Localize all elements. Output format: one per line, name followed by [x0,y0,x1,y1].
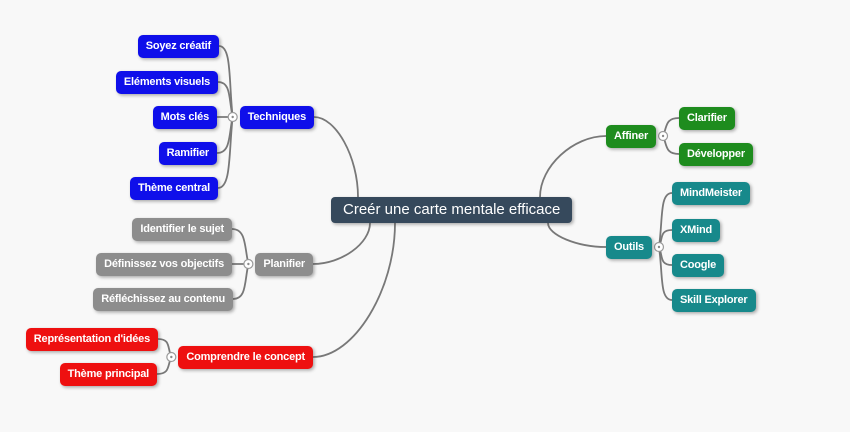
node-soyez-creatif[interactable]: Soyez créatif [137,34,219,58]
edge-outils-skill-explorer [658,246,673,301]
node-definissez-vos-objectifs[interactable]: Définissez vos objectifs [96,252,232,276]
node-mots-cles[interactable]: Mots clés [152,105,217,129]
node-theme-principal[interactable]: Thème principal [59,362,157,386]
node-reflechissez-au-contenu[interactable]: Réfléchissez au contenu [93,287,233,311]
edge-root-comprendre-le-concept [312,222,396,358]
edge-root-affiner [539,135,607,198]
node-representation-d-idees[interactable]: Représentation d'idées [25,327,158,351]
node-coogle[interactable]: Coogle [672,253,725,277]
node-planifier[interactable]: Planifier [255,252,313,276]
collapse-toggle-techniques[interactable] [227,111,238,123]
node-affiner[interactable]: Affiner [606,124,657,148]
node-comprendre-le-concept[interactable]: Comprendre le concept [178,345,313,369]
node-developper[interactable]: Développer [679,142,753,166]
edge-root-techniques [313,116,359,198]
node-techniques[interactable]: Techniques [239,105,314,129]
node-theme-central[interactable]: Thème central [130,176,218,200]
collapse-toggle-affiner[interactable] [657,130,669,142]
collapse-toggle-planifier[interactable] [243,258,254,270]
node-mindmeister[interactable]: MindMeister [672,181,750,205]
collapse-toggle-outils[interactable] [653,241,665,253]
collapse-toggle-comprendre-le-concept[interactable] [166,351,177,363]
edge-planifier-reflechissez-au-contenu [232,263,250,300]
edge-planifier-identifier-le-sujet [231,228,250,265]
edge-root-planifier [312,222,371,265]
edge-techniques-theme-central [217,116,234,189]
node-creer-une-carte-mentale-efficace[interactable]: Creér une carte mentale efficace [331,197,573,223]
node-clarifier[interactable]: Clarifier [679,106,735,130]
node-identifier-le-sujet[interactable]: Identifier le sujet [132,217,232,241]
edge-root-outils [547,222,607,248]
node-skill-explorer[interactable]: Skill Explorer [672,288,756,312]
node-xmind[interactable]: XMind [672,218,720,242]
node-ramifier[interactable]: Ramifier [158,141,217,165]
node-outils[interactable]: Outils [606,235,652,259]
edge-outils-mindmeister [658,192,673,248]
node-elements-visuels[interactable]: Eléments visuels [115,70,218,94]
